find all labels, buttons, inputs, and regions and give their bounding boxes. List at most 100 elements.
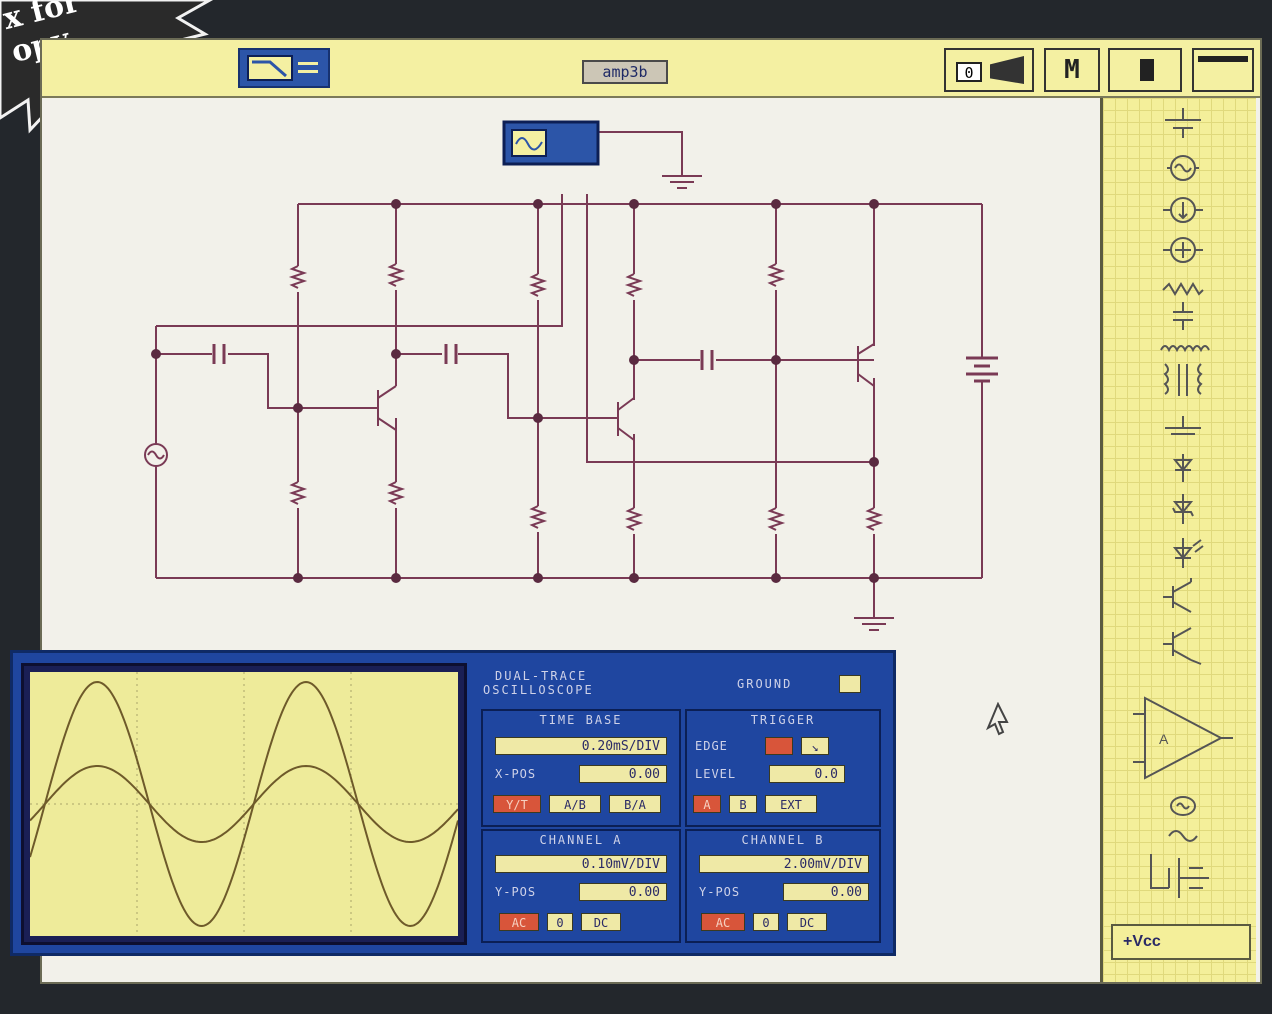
scope-screen (29, 672, 459, 936)
capacitor-c2 (444, 344, 458, 364)
ground-toggle[interactable] (839, 675, 861, 693)
fuse-icon (1168, 830, 1198, 842)
channel-b-scale[interactable]: 2.00mV/DIV (699, 855, 869, 873)
title-bar: amp3b 0 M (42, 40, 1260, 98)
inductor-icon (1160, 345, 1210, 353)
resistor-r5 (528, 273, 548, 297)
wire-input (155, 326, 298, 578)
junction-node (869, 199, 879, 209)
mouse-cursor-icon (986, 702, 1009, 736)
channel-a-y-pos-value[interactable]: 0.00 (579, 883, 667, 901)
ground-output (854, 617, 894, 631)
junction-node (629, 573, 639, 583)
channel-a-scale[interactable]: 0.10mV/DIV (495, 855, 667, 873)
capacitor-c3 (700, 350, 714, 370)
junction-node (629, 199, 639, 209)
junction-node (869, 573, 879, 583)
trigger-section: TRIGGER EDGE ↘ LEVEL 0.0 A B EXT (685, 709, 881, 827)
level-value[interactable]: 0.0 (769, 765, 845, 783)
channel-b-dc-button[interactable]: DC (787, 913, 827, 931)
resistor-r7 (528, 505, 548, 529)
time-base-heading: TIME BASE (539, 713, 623, 727)
junction-node (391, 199, 401, 209)
trigger-source-a-button[interactable]: A (693, 795, 721, 813)
x-pos-value[interactable]: 0.00 (579, 765, 667, 783)
zero-label: 0 (956, 62, 982, 82)
meter-button[interactable]: M (1044, 48, 1100, 92)
oscilloscope-component[interactable] (502, 120, 600, 166)
trigger-source-ext-button[interactable]: EXT (765, 795, 817, 813)
junction-node (771, 573, 781, 583)
activate-switch-button[interactable]: 0 (944, 48, 1034, 92)
ground-probe (662, 175, 702, 189)
window-bar-icon (1198, 56, 1248, 62)
junction-node (533, 573, 543, 583)
scope-control-panel: DUAL-TRACE OSCILLOSCOPE GROUND TIME BASE… (475, 657, 885, 947)
time-base-scale[interactable]: 0.20mS/DIV (495, 737, 667, 755)
oscilloscope-window: DUAL-TRACE OSCILLOSCOPE GROUND TIME BASE… (10, 650, 896, 956)
wire-probe-a (156, 194, 563, 327)
junction-node (391, 573, 401, 583)
mode-ab-button[interactable]: A/B (549, 795, 601, 813)
wire-probe-ground (598, 131, 683, 176)
window-title: amp3b (582, 60, 668, 84)
mode-ba-button[interactable]: B/A (609, 795, 661, 813)
resistor-r10 (766, 507, 786, 531)
selected-part-label[interactable]: +Vcc (1111, 924, 1251, 960)
scope-traces (29, 672, 459, 936)
edge-falling-button[interactable]: ↘ (801, 737, 829, 755)
parts-palette[interactable]: A (1103, 98, 1259, 918)
channel-a-section: CHANNEL A 0.10mV/DIV Y-POS 0.00 AC 0 DC (481, 829, 681, 943)
resistor-r1 (288, 265, 308, 289)
menu-button[interactable] (238, 48, 330, 88)
channel-b-zero-button[interactable]: 0 (753, 913, 779, 931)
resistor-r11 (864, 507, 884, 531)
parts-bin: A +Vcc (1100, 98, 1256, 982)
svg-text:A: A (1159, 731, 1169, 747)
resistor-r6 (624, 273, 644, 297)
junction-node (151, 349, 161, 359)
resistor-icon (1162, 282, 1204, 296)
junction-node (293, 573, 303, 583)
junction-node (629, 355, 639, 365)
trigger-heading: TRIGGER (750, 713, 816, 727)
channel-b-section: CHANNEL B 2.00mV/DIV Y-POS 0.00 AC 0 DC (685, 829, 881, 943)
channel-a-dc-button[interactable]: DC (581, 913, 621, 931)
circuit-canvas[interactable] (42, 98, 1100, 982)
switch-icon (1150, 854, 1209, 898)
edge-label: EDGE (695, 739, 728, 753)
wire-probe-b (586, 194, 874, 463)
window-control-button[interactable] (1192, 48, 1254, 92)
trace-channel-b (29, 680, 459, 928)
edge-rising-button[interactable] (765, 737, 793, 755)
battery-icon (1165, 108, 1201, 138)
trace-channel-a (29, 764, 459, 843)
ground-label: GROUND (737, 677, 793, 691)
mode-yt-button[interactable]: Y/T (493, 795, 541, 813)
diode-icon (1172, 454, 1194, 482)
npn-transistor-icon (1163, 578, 1192, 613)
channel-b-y-pos-value[interactable]: 0.00 (783, 883, 869, 901)
power-switch-icon (990, 56, 1024, 84)
junction-node (869, 457, 879, 467)
x-pos-label: X-POS (495, 767, 537, 781)
pause-button[interactable] (1108, 48, 1182, 92)
channel-b-ac-button[interactable]: AC (701, 913, 745, 931)
resistor-r4 (386, 481, 406, 505)
channel-b-heading: CHANNEL B (741, 833, 825, 847)
time-base-section: TIME BASE 0.20mS/DIV X-POS 0.00 Y/T A/B … (481, 709, 681, 827)
trigger-source-b-button[interactable]: B (729, 795, 757, 813)
resistor-r8 (624, 507, 644, 531)
channel-a-zero-button[interactable]: 0 (547, 913, 573, 931)
ground-icon (1165, 416, 1201, 435)
transformer-icon (1163, 363, 1203, 396)
channel-a-ac-button[interactable]: AC (499, 913, 539, 931)
capacitor-c1 (212, 344, 226, 364)
scope-title-line-1: DUAL-TRACE (495, 669, 588, 683)
scope-title-line-2: OSCILLOSCOPE (483, 683, 594, 697)
junction-node (533, 413, 543, 423)
response-curve-icon (247, 55, 318, 81)
junction-node (391, 349, 401, 359)
resistor-r9 (766, 263, 786, 287)
ac-source-icon (1167, 155, 1199, 181)
